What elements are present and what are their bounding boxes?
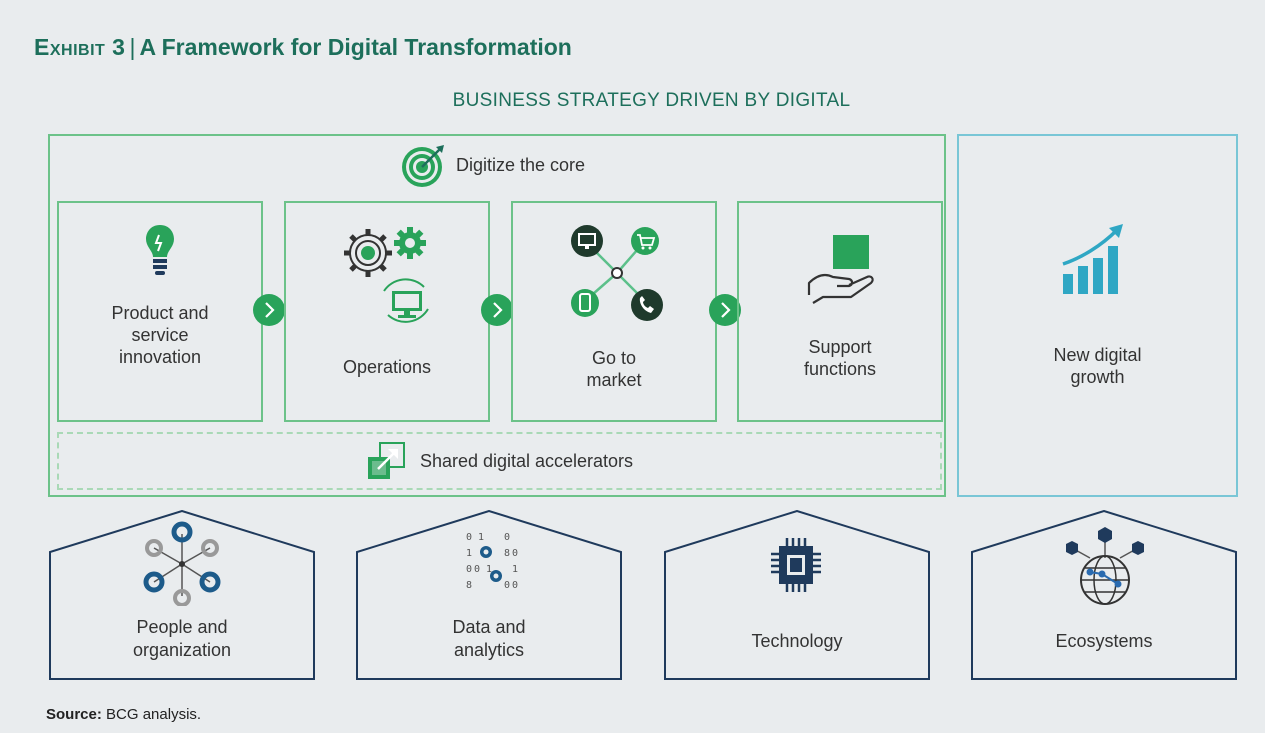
source-note: Source: BCG analysis. xyxy=(46,706,201,723)
svg-text:8: 8 xyxy=(466,580,472,591)
hand-box-icon xyxy=(807,235,874,304)
lightbulb-icon xyxy=(146,225,174,275)
shared-accelerators-label: Shared digital accelerators xyxy=(419,450,634,471)
svg-text:1: 1 xyxy=(466,548,472,559)
svg-text:1: 1 xyxy=(486,564,492,575)
globe-network-icon xyxy=(1066,527,1144,605)
card-operations: Operations xyxy=(284,201,490,422)
svg-text:0: 0 xyxy=(466,564,472,575)
expand-arrow-icon xyxy=(367,442,405,479)
svg-text:0: 0 xyxy=(512,580,518,591)
enabler-technology: Technology xyxy=(664,510,930,680)
enabler-ecosystems-label: Ecosystems xyxy=(1055,631,1153,651)
digitize-core-frame xyxy=(48,134,946,497)
svg-text:1: 1 xyxy=(512,564,518,575)
subtitle-text: BUSINESS STRATEGY DRIVEN BY DIGITAL xyxy=(452,90,851,111)
channels-network-icon xyxy=(571,225,663,321)
people-network-icon xyxy=(143,521,221,606)
svg-text:8: 8 xyxy=(504,548,510,559)
exhibit-heading: A Framework for Digital Transformation xyxy=(139,34,572,60)
chevron-right-icon xyxy=(253,294,285,326)
digitize-core-label: Digitize the core xyxy=(456,154,586,175)
chip-icon xyxy=(771,538,821,592)
gears-monitor-icon xyxy=(344,227,429,323)
exhibit-title: Exhibit 3|A Framework for Digital Transf… xyxy=(34,34,572,61)
shared-accelerators-bar: Shared digital accelerators xyxy=(57,432,942,490)
svg-text:0: 0 xyxy=(504,532,510,543)
svg-text:0: 0 xyxy=(474,564,480,575)
card-operations-label: Operations xyxy=(342,357,432,377)
digitize-core-header: Digitize the core xyxy=(400,140,585,190)
enabler-technology-label: Technology xyxy=(751,631,843,651)
svg-text:0: 0 xyxy=(466,532,472,543)
source-text: BCG analysis. xyxy=(106,706,202,723)
svg-text:1: 1 xyxy=(478,532,484,543)
chevron-right-icon xyxy=(709,294,741,326)
source-label: Source: xyxy=(46,706,102,723)
chevron-right-icon xyxy=(481,294,513,326)
subtitle: BUSINESS STRATEGY DRIVEN BY DIGITAL xyxy=(0,90,1265,112)
target-icon xyxy=(402,145,444,187)
svg-text:0: 0 xyxy=(504,580,510,591)
svg-text:0: 0 xyxy=(512,548,518,559)
enabler-ecosystems: Ecosystems xyxy=(971,510,1237,680)
exhibit-number: Exhibit 3 xyxy=(34,34,126,60)
title-separator: | xyxy=(129,34,136,60)
growth-chart-icon xyxy=(1062,224,1123,294)
new-digital-growth-frame xyxy=(957,134,1238,497)
